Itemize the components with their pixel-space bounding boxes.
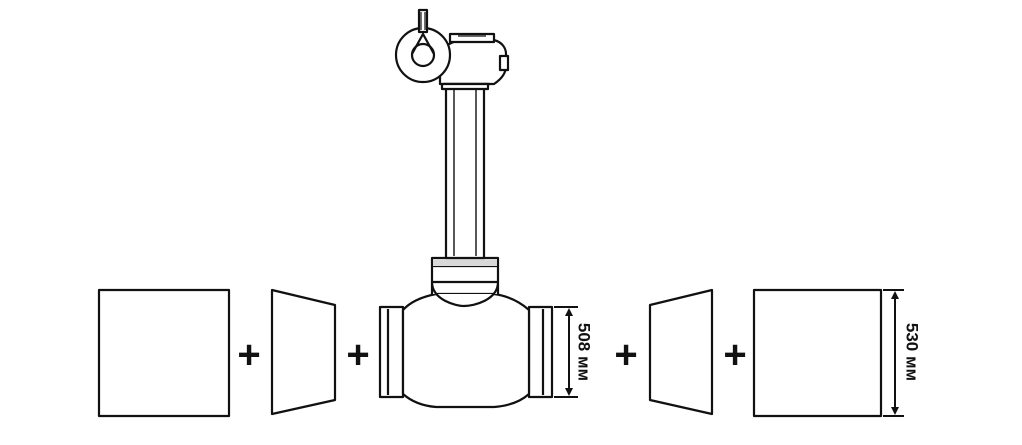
valve-end-left [378, 305, 405, 399]
ball-valve [378, 8, 554, 409]
plus-sign-2: + [346, 333, 369, 377]
reducer-right [648, 288, 714, 416]
dimension-label-530: 530 мм [903, 323, 922, 381]
gear-handwheel-icon [394, 8, 452, 84]
valve-ball-body [401, 292, 531, 409]
stem-extension [444, 82, 486, 260]
plus-sign-4: + [723, 333, 746, 377]
pipe-segment-right [752, 288, 883, 418]
plus-sign-3: + [614, 333, 637, 377]
reducer-left [270, 288, 337, 416]
pipe-segment-left [97, 288, 231, 418]
valve-end-right [527, 305, 554, 399]
dimension-label-508: 508 мм [575, 323, 594, 381]
plus-sign-1: + [237, 333, 260, 377]
